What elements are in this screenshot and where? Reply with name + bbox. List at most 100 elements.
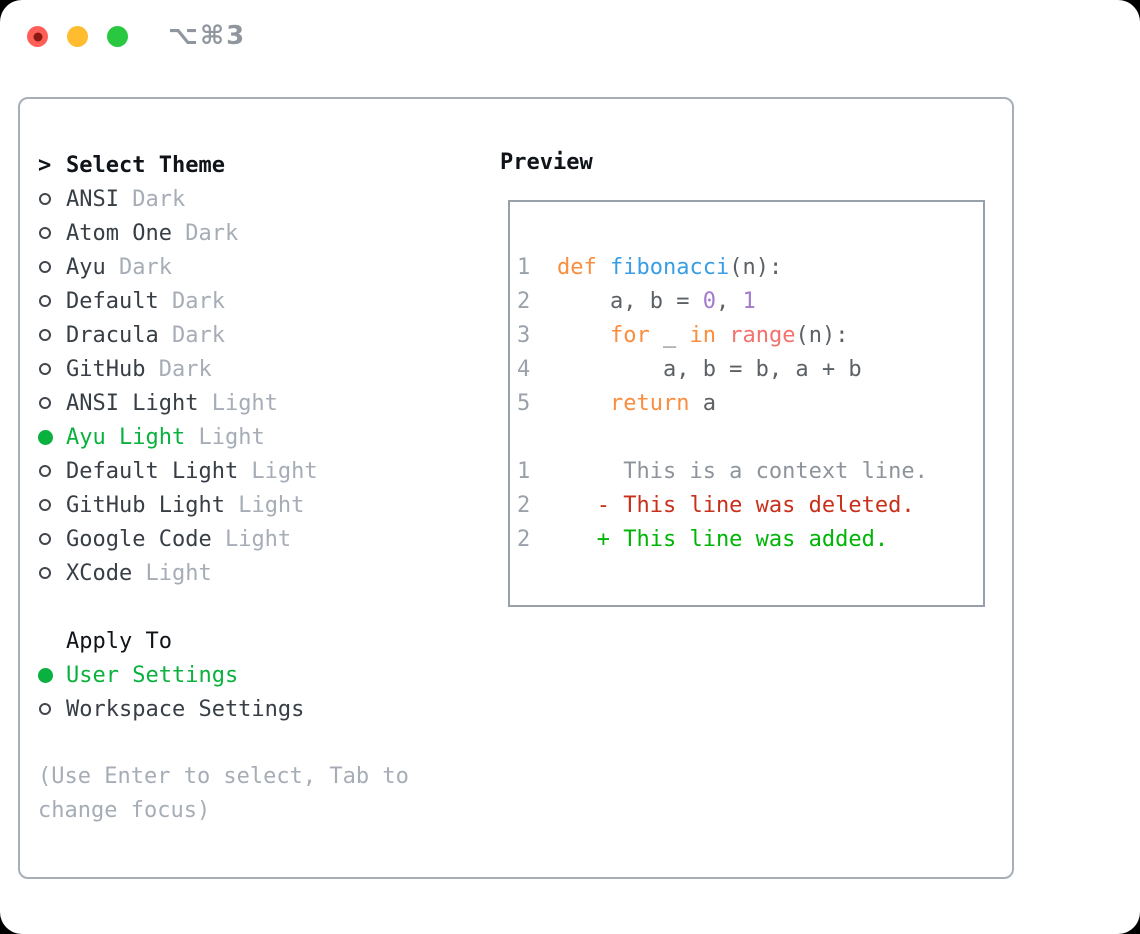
maximize-button-icon[interactable] (107, 26, 128, 47)
radio-icon (38, 261, 66, 273)
option-label: GitHub Light (66, 492, 225, 518)
theme-option-xcode-light[interactable]: XCode Light (38, 556, 474, 590)
line-number: 3 (517, 322, 531, 348)
close-button-icon[interactable] (27, 26, 48, 47)
theme-option-ansi-dark[interactable]: ANSI Dark (38, 182, 474, 216)
code-line: 5 return a (515, 386, 928, 420)
line-number: 5 (517, 390, 531, 416)
apply-option-workspace-settings[interactable]: Workspace Settings (38, 692, 474, 726)
line-number: 1 (517, 254, 531, 280)
code-segment-plain: a (689, 390, 716, 416)
apply-to-heading: Apply To (66, 628, 172, 654)
radio-icon (38, 703, 66, 715)
titlebar: ⌥⌘3 (27, 21, 247, 51)
code-segment-plain: _ (649, 322, 690, 348)
radio-ring-icon (39, 397, 51, 409)
option-variant-tag: Dark (118, 186, 186, 212)
code-segment-number: 0 (702, 288, 716, 314)
minimize-button-icon[interactable] (67, 26, 88, 47)
radio-icon (38, 499, 66, 511)
code-segment-plain (597, 255, 610, 280)
theme-option-github-dark[interactable]: GitHub Dark (38, 352, 474, 386)
code-segment-plain (557, 323, 610, 348)
option-label: Atom One (66, 220, 172, 246)
theme-option-google-code-light[interactable]: Google Code Light (38, 522, 474, 556)
apply-to-header-row: Apply To (38, 624, 474, 658)
preview-heading: Preview (500, 150, 593, 175)
code-segment-keyword: return (609, 390, 690, 416)
code-line: 3 for _ in range(n): (515, 318, 928, 352)
theme-option-default-light-light[interactable]: Default Light Light (38, 454, 474, 488)
diff-line-deleted: 2 - This line was deleted. (515, 488, 928, 522)
radio-ring-icon (39, 329, 51, 341)
spacer (38, 590, 474, 624)
option-variant-tag: Light (132, 560, 212, 586)
option-label: ANSI (66, 186, 119, 212)
theme-option-atom-one-dark[interactable]: Atom One Dark (38, 216, 474, 250)
radio-icon (38, 295, 66, 307)
radio-icon (38, 465, 66, 477)
option-label: Ayu Light (66, 424, 186, 450)
code-segment-deleted: - This line was deleted. (557, 492, 915, 518)
radio-dot-icon (38, 429, 53, 445)
option-label: Dracula (66, 322, 159, 348)
prompt-icon: > (38, 152, 52, 178)
blank-line (515, 420, 928, 454)
option-label: Default Light (66, 458, 239, 484)
radio-ring-icon (39, 465, 51, 477)
radio-icon (38, 533, 66, 545)
code-segment-plain: (n): (795, 322, 849, 348)
option-variant-tag: Light (224, 492, 305, 518)
theme-option-dracula-dark[interactable]: Dracula Dark (38, 318, 474, 352)
code-segment-plain: (n): (729, 254, 783, 280)
option-variant-tag: Light (185, 424, 265, 450)
option-label: User Settings (66, 662, 239, 688)
diff-line-context: 1 This is a context line. (515, 454, 928, 488)
theme-option-ansi-light-light[interactable]: ANSI Light Light (38, 386, 474, 420)
radio-ring-icon (39, 227, 51, 239)
option-label: GitHub (66, 356, 146, 382)
radio-selected-icon (38, 429, 66, 445)
option-label: Google Code (66, 526, 212, 552)
code-segment-keyword: in (689, 322, 716, 348)
code-segment-keyword: for (609, 322, 650, 348)
theme-option-github-light-light[interactable]: GitHub Light Light (38, 488, 474, 522)
option-variant-tag: Light (238, 458, 318, 484)
radio-ring-icon (39, 703, 51, 715)
code-segment-function: fibonacci (610, 254, 730, 280)
select-theme-header-row: > Select Theme (38, 148, 474, 182)
option-label: ANSI Light (66, 390, 199, 416)
option-label: Default (66, 288, 159, 314)
line-number: 1 (517, 458, 531, 484)
radio-icon (38, 363, 66, 375)
theme-option-ayu-light-light[interactable]: Ayu Light Light (38, 420, 474, 454)
apply-option-user-settings[interactable]: User Settings (38, 658, 474, 692)
theme-option-ayu-dark[interactable]: Ayu Dark (38, 250, 474, 284)
option-variant-tag: Light (198, 390, 278, 416)
option-variant-tag: Dark (171, 220, 239, 246)
diff-line-added: 2 + This line was added. (515, 522, 928, 556)
code-line: 4 a, b = b, a + b (515, 352, 928, 386)
line-number: 2 (517, 526, 531, 552)
option-variant-tag: Dark (158, 288, 225, 314)
code-segment-plain (557, 391, 610, 416)
theme-option-default-dark[interactable]: Default Dark (38, 284, 474, 318)
window-title: ⌥⌘3 (168, 21, 247, 51)
hint-text: (Use Enter to select, Tab to change focu… (38, 764, 409, 823)
option-variant-tag: Dark (158, 322, 225, 348)
option-label: XCode (66, 560, 133, 586)
radio-icon (38, 567, 66, 579)
option-variant-tag: Dark (145, 356, 212, 382)
line-number: 2 (517, 288, 531, 314)
code-segment-plain (716, 323, 729, 348)
option-label: Workspace Settings (66, 696, 305, 722)
radio-ring-icon (39, 295, 51, 307)
radio-ring-icon (39, 567, 51, 579)
prompt-marker: > (38, 153, 66, 178)
